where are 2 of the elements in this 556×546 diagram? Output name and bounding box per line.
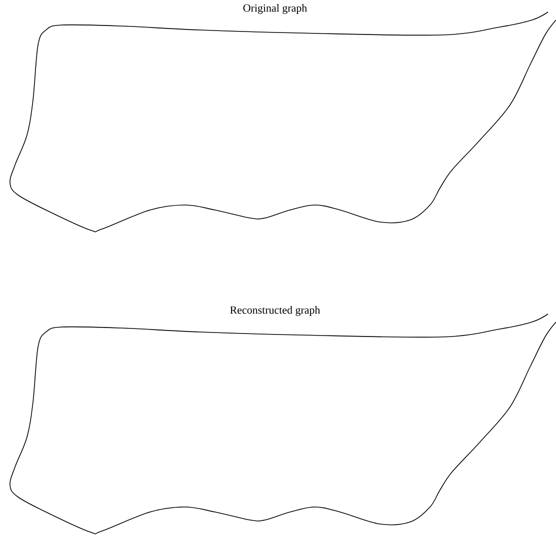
- graph-title: Original graph: [243, 4, 307, 14]
- graph-title: Reconstructed graph: [230, 306, 320, 316]
